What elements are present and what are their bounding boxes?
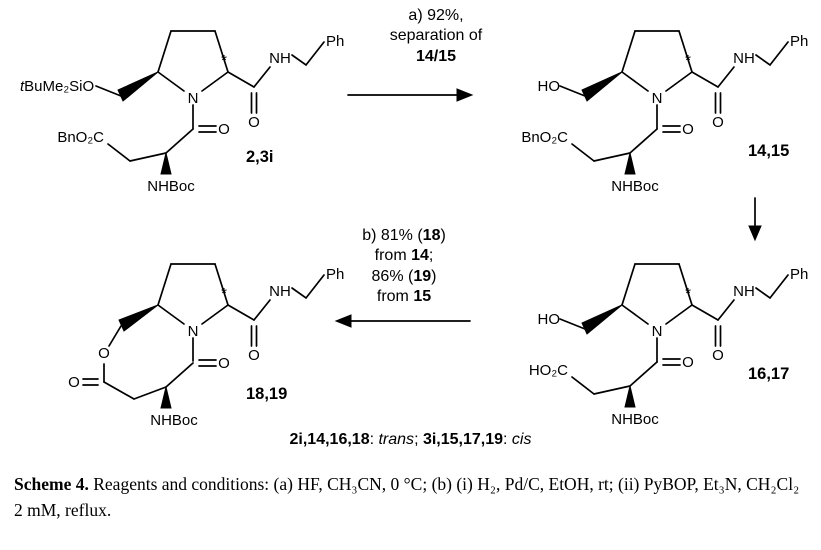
- bonds-14-15: [559, 30, 789, 175]
- arrow-a-conditions: a) 92%, separation of 14/15: [338, 6, 534, 67]
- amide-o-label: O: [248, 347, 260, 364]
- trans-label: trans: [378, 431, 415, 448]
- stereocenter-asterisk: *: [221, 52, 227, 69]
- lactone-ring-o-label: O: [98, 345, 110, 362]
- atom-labels-18-19: N * O O O O NH Ph NHBoc 18,19: [68, 266, 344, 429]
- compound-label-16-17: 16,17: [748, 365, 789, 383]
- nhboc-label: NHBoc: [611, 178, 659, 195]
- amide-nh-label: NH: [733, 283, 755, 300]
- stereochemistry-note: 2i,14,16,18: trans; 3i,15,17,19: cis: [289, 431, 532, 448]
- arrow-a-line1: a) 92%,: [408, 7, 464, 24]
- stereocenter-asterisk: *: [221, 285, 227, 302]
- arrow-a-line3: 14/15: [415, 47, 457, 65]
- ring-n-label: N: [652, 90, 663, 107]
- hydroxyl-label: HO: [538, 311, 561, 328]
- structure-14-15: N * HO O O NH Ph BnO₂C NHBoc 14,15: [521, 30, 808, 195]
- carboxylic-acid-label: HO₂C: [529, 362, 568, 379]
- scheme-caption: Scheme 4. Reagents and conditions: (a) H…: [14, 472, 808, 524]
- stereocenter-asterisk: *: [685, 52, 691, 69]
- reaction-arrow-b: [334, 314, 471, 328]
- bonds-2-3i: [95, 30, 325, 175]
- scheme-caption-label: Scheme 4.: [14, 474, 89, 494]
- structure-16-17: N * HO O O NH Ph HO₂C NHBoc 16,17: [529, 263, 809, 428]
- amide-o-label: O: [712, 347, 724, 364]
- arrow-b-conditions: b) 81% (18) from 14; 86% (19) from 15: [328, 226, 480, 308]
- arrow-b-line2: from 14;: [374, 247, 434, 265]
- cis-compound-ids: 3i,15,17,19: [422, 431, 504, 448]
- atom-labels-2-3i: N * tBuMe₂SiO O O NH Ph BnO₂C NHBoc 2,3i: [20, 33, 344, 195]
- nhboc-label: NHBoc: [150, 412, 198, 429]
- phenyl-label: Ph: [326, 33, 344, 50]
- nhboc-label: NHBoc: [147, 178, 195, 195]
- amide-o-label: O: [248, 114, 260, 131]
- atom-labels-16-17: N * HO O O NH Ph HO₂C NHBoc 16,17: [529, 266, 809, 428]
- phenyl-label: Ph: [326, 266, 344, 283]
- lactone-carbonyl-o-label: O: [68, 374, 80, 391]
- amide-o-label: O: [712, 114, 724, 131]
- phenyl-label: Ph: [790, 33, 808, 50]
- bonds-18-19: [82, 263, 325, 409]
- trans-compound-ids: 2i,14,16,18: [289, 431, 370, 448]
- reaction-arrow-down: [748, 197, 762, 242]
- acyl-o-label: O: [218, 355, 230, 372]
- acyl-o-label: O: [682, 121, 694, 138]
- scheme-caption-text: Reagents and conditions: (a) HF, CH₃CN, …: [14, 474, 800, 520]
- arrow-b-line3: 86% (19): [371, 267, 437, 285]
- acyl-o-label: O: [682, 354, 694, 371]
- compound-label-14-15: 14,15: [748, 142, 789, 160]
- ring-n-label: N: [188, 323, 199, 340]
- arrow-b-line4: from 15: [376, 288, 432, 306]
- bonds-16-17: [559, 263, 789, 408]
- amide-nh-label: NH: [733, 50, 755, 67]
- reaction-arrow-a: [347, 88, 474, 102]
- stereocenter-asterisk: *: [685, 285, 691, 302]
- hydroxyl-label: HO: [538, 78, 561, 95]
- amide-nh-label: NH: [269, 50, 291, 67]
- ring-n-label: N: [652, 323, 663, 340]
- compound-label-2-3i: 2,3i: [246, 148, 274, 166]
- atom-labels-14-15: N * HO O O NH Ph BnO₂C NHBoc 14,15: [521, 33, 808, 195]
- silyl-ether-label: tBuMe₂SiO: [20, 78, 94, 95]
- nhboc-label: NHBoc: [611, 411, 659, 428]
- acyl-o-label: O: [218, 121, 230, 138]
- cis-label: cis: [511, 431, 532, 448]
- compound-label-18-19: 18,19: [246, 385, 287, 403]
- phenyl-label: Ph: [790, 266, 808, 283]
- arrow-a-line2: separation of: [389, 27, 483, 45]
- benzyl-ester-label: BnO₂C: [521, 129, 568, 146]
- benzyl-ester-label: BnO₂C: [57, 129, 104, 146]
- ring-n-label: N: [188, 90, 199, 107]
- arrow-b-line1: b) 81% (18): [362, 227, 446, 244]
- structure-18-19: N * O O O O NH Ph NHBoc 18,19: [68, 263, 344, 429]
- structure-2-3i: N * tBuMe₂SiO O O NH Ph BnO₂C NHBoc 2,3i: [20, 30, 344, 195]
- amide-nh-label: NH: [269, 283, 291, 300]
